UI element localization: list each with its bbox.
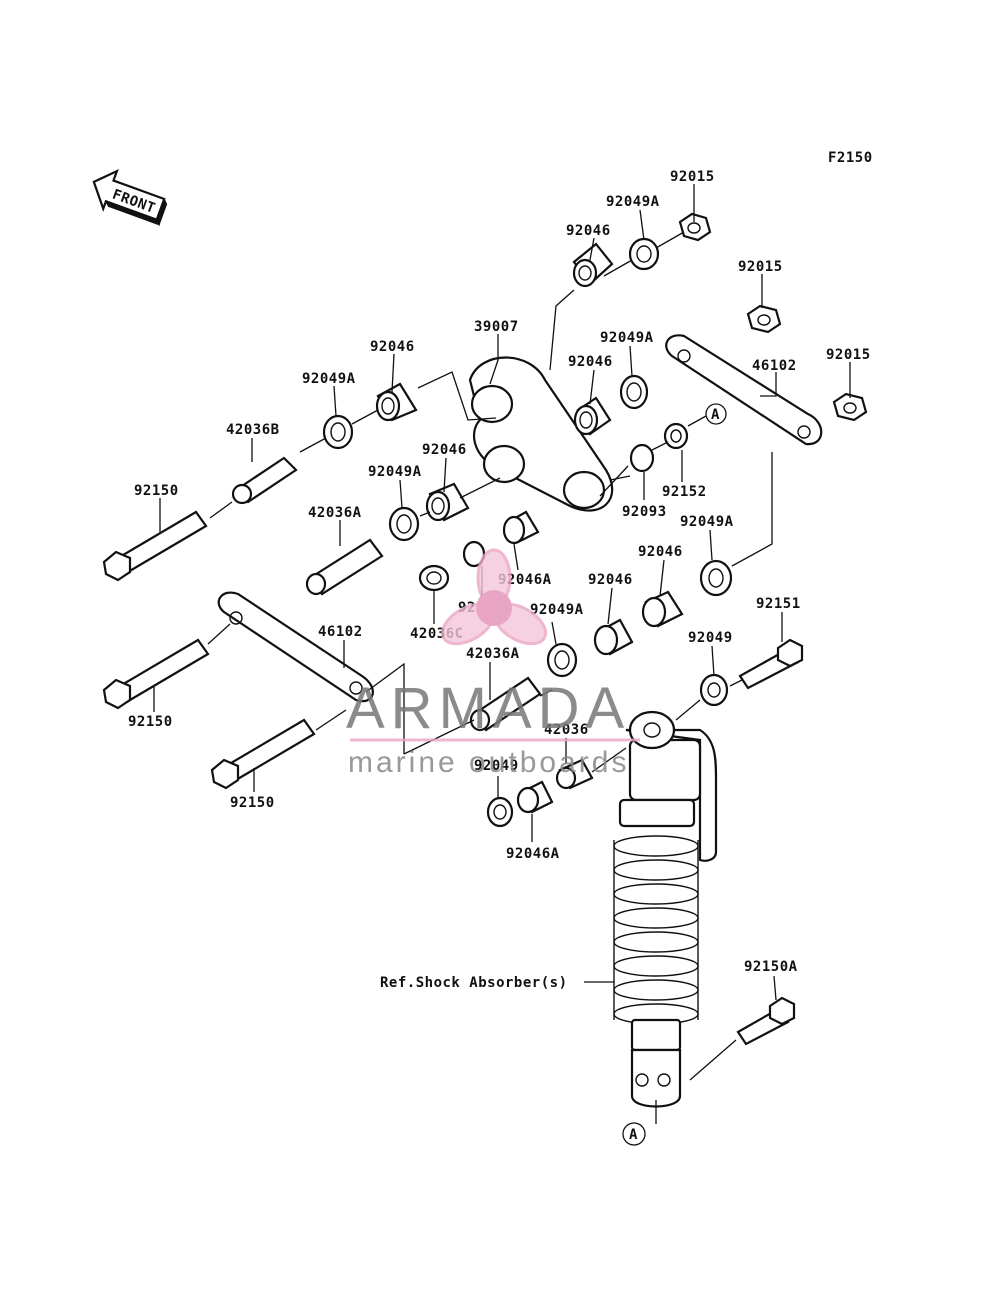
part-label: 92049A bbox=[680, 514, 734, 530]
bearing-92046-left-upper bbox=[375, 382, 418, 422]
bolt-92150-top bbox=[102, 510, 208, 582]
bolt-92150-mid bbox=[102, 638, 210, 710]
part-label: 92049A bbox=[368, 464, 422, 480]
collar-92049a-left-mid bbox=[388, 506, 420, 542]
link-46102-upper bbox=[665, 334, 823, 446]
part-label: 92150 bbox=[230, 795, 275, 811]
sleeve-42036 bbox=[555, 758, 594, 790]
part-label: 92152 bbox=[662, 484, 707, 500]
part-label: 92049A bbox=[302, 371, 356, 387]
collar-92049a-center bbox=[619, 374, 649, 410]
seal-92093-right bbox=[629, 443, 655, 473]
part-label: 46102 bbox=[752, 358, 797, 374]
part-label: 42036A bbox=[466, 646, 520, 662]
part-label: 42036 bbox=[544, 722, 589, 738]
part-label: 92150 bbox=[128, 714, 173, 730]
ref-shock-absorber-label: Ref.Shock Absorber(s) bbox=[380, 975, 568, 991]
part-label: 92046 bbox=[638, 544, 683, 560]
collar-92049a-left-upper bbox=[322, 414, 354, 450]
part-label: 92046 bbox=[566, 223, 611, 239]
svg-text:A: A bbox=[711, 407, 720, 423]
part-label: 46102 bbox=[318, 624, 363, 640]
bearing-92046a-center bbox=[502, 510, 540, 545]
collar-92049a-right-lower bbox=[699, 559, 733, 597]
washer-92152 bbox=[663, 422, 689, 450]
bolt-92150-lower bbox=[210, 718, 316, 790]
part-label: 92046 bbox=[370, 339, 415, 355]
nut-92015-right bbox=[832, 392, 868, 422]
part-label: 92049 bbox=[688, 630, 733, 646]
bearing-92046-left-mid bbox=[425, 482, 470, 522]
bearing-92046a-lower bbox=[516, 780, 554, 814]
part-label: 92015 bbox=[826, 347, 871, 363]
collar-92049a-top bbox=[628, 237, 660, 271]
propeller-logo-icon bbox=[440, 548, 548, 646]
link-46102-lower bbox=[217, 591, 374, 703]
part-label: 92015 bbox=[670, 169, 715, 185]
part-label: 92046 bbox=[422, 442, 467, 458]
part-label: 92049A bbox=[530, 602, 584, 618]
part-label: 92046 bbox=[568, 354, 613, 370]
part-label: 92151 bbox=[756, 596, 801, 612]
collar-92049-right bbox=[699, 673, 729, 707]
collar-42036c bbox=[418, 564, 450, 592]
part-label: 92049 bbox=[474, 758, 519, 774]
part-label: 39007 bbox=[474, 319, 519, 335]
watermark-subtitle: marine outboards bbox=[348, 746, 629, 779]
bearing-92046-right-lower bbox=[641, 590, 684, 628]
part-label: 92046 bbox=[588, 572, 633, 588]
part-label: 42036A bbox=[308, 505, 362, 521]
bolt-92151 bbox=[738, 638, 804, 690]
nut-92015-top bbox=[678, 212, 712, 242]
part-label: 92150 bbox=[134, 483, 179, 499]
part-label: 92049A bbox=[600, 330, 654, 346]
sleeve-42036b bbox=[231, 456, 298, 505]
part-label: 92150A bbox=[744, 959, 798, 975]
sleeve-42036a-upper bbox=[305, 538, 384, 596]
watermark-title: ARMADA bbox=[346, 676, 630, 741]
collar-92049a-mid-lower bbox=[546, 642, 578, 678]
figure-code: F2150 bbox=[828, 150, 873, 166]
leader-lines bbox=[153, 184, 851, 1124]
part-label: 92049A bbox=[606, 194, 660, 210]
collar-92049-lower bbox=[486, 796, 514, 828]
svg-text:A: A bbox=[629, 1127, 638, 1143]
bearing-92046-top bbox=[572, 242, 614, 288]
ref-a-lower: A bbox=[622, 1122, 646, 1146]
ref-a-upper: A bbox=[705, 403, 727, 425]
part-label: 92015 bbox=[738, 259, 783, 275]
armada-watermark: ARMADA marine outboards bbox=[346, 548, 640, 779]
rocker-arm-39007 bbox=[468, 356, 614, 512]
shock-absorber bbox=[613, 710, 718, 1108]
part-label: 42036B bbox=[226, 422, 280, 438]
part-label: 92046A bbox=[506, 846, 560, 862]
bearing-92046-center bbox=[573, 396, 612, 436]
part-label: 92093 bbox=[622, 504, 667, 520]
bearing-92046-mid-lower bbox=[593, 618, 634, 656]
bolt-92150a bbox=[736, 996, 796, 1046]
front-arrow-icon: FRONT bbox=[92, 169, 168, 227]
sleeve-42036a-lower bbox=[469, 676, 542, 732]
nut-92015-right-upper bbox=[746, 304, 782, 334]
